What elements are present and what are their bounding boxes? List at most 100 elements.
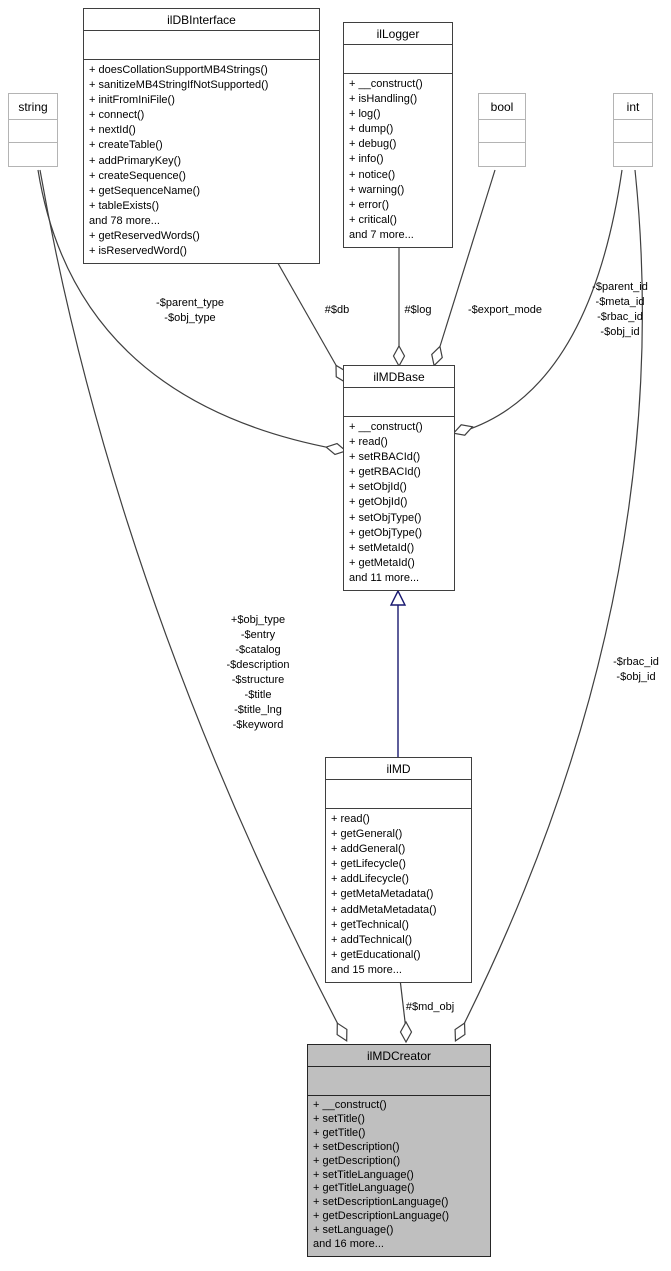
edge-label-creator-ids: -$rbac_id -$obj_id	[613, 655, 659, 685]
edge-label-line: -$obj_type	[164, 312, 216, 324]
class-methods-compartment	[479, 143, 525, 166]
edge-ilmd-ilmdcreator	[399, 978, 407, 1031]
edge-label-base-ids: -$parent_id -$meta_id -$rbac_id -$obj_id	[592, 280, 648, 340]
class-attributes-compartment	[344, 45, 452, 74]
edge-label-parent-type: -$parent_type -$obj_type	[156, 296, 224, 326]
method-entry: + setTitleLanguage()	[313, 1168, 414, 1181]
method-entry: + addGeneral()	[331, 843, 406, 856]
method-entry: + debug()	[349, 138, 397, 151]
class-title[interactable]: ilMDBase	[344, 366, 454, 388]
edge-label-export-mode: -$export_mode	[468, 304, 542, 316]
aggregation-diamond	[324, 442, 348, 456]
method-entry: + getTechnical()	[331, 918, 409, 931]
method-entry: + setObjType()	[349, 511, 422, 524]
edge-label-line: -$title_lng	[234, 704, 282, 716]
aggregation-diamond	[431, 345, 443, 367]
method-entry: + isReservedWord()	[89, 245, 187, 258]
method-entry: + warning()	[349, 183, 405, 196]
class-attributes-compartment	[479, 120, 525, 143]
inheritance-arrowhead	[389, 589, 407, 606]
method-entry: + info()	[349, 153, 384, 166]
edge-label-line: -$meta_id	[595, 296, 645, 308]
edge-label-line: -$parent_id	[592, 281, 648, 293]
edge-label-line: -$entry	[240, 629, 276, 641]
edge-label-line: -$parent_type	[156, 297, 224, 309]
method-entry: and 11 more...	[349, 571, 420, 584]
method-entry: + __construct()	[349, 421, 423, 433]
method-entry: + getRBACId()	[349, 466, 421, 479]
method-entry: and 78 more...	[89, 214, 160, 227]
method-entry: and 16 more...	[313, 1238, 384, 1251]
method-entry: + addTechnical()	[331, 933, 413, 946]
class-node-ilmdbase[interactable]: ilMDBase + __construct()+ read()+ setRBA…	[343, 365, 455, 592]
method-entry: + error()	[349, 198, 390, 211]
edge-string-ilmdbase	[37, 169, 337, 450]
method-entry: + getObjType()	[349, 526, 423, 539]
method-entry: + getTitleLanguage()	[313, 1182, 415, 1195]
class-attributes-compartment	[84, 31, 319, 60]
edge-label-line: -$keyword	[232, 719, 284, 731]
class-methods-compartment: + read() + getGeneral() + addGeneral() + ge…	[326, 809, 471, 982]
aggregation-diamond	[392, 344, 406, 368]
method-entry: + getMetaMetadata()	[331, 888, 434, 901]
method-entry: + getReservedWords()	[89, 230, 200, 243]
method-entry: + addPrimaryKey()	[89, 154, 182, 167]
class-node-bool: bool	[478, 93, 526, 167]
method-entry: + isHandling()	[349, 93, 418, 106]
method-entry: + sanitizeMB4StringIfNotSupported()	[89, 79, 269, 92]
class-title[interactable]: ilLogger	[344, 23, 452, 45]
edge-label-log: #$log	[404, 304, 432, 316]
method-entry: + __construct()	[313, 1099, 387, 1111]
method-entry: + getTitle()	[313, 1126, 366, 1139]
method-entry: + getGeneral()	[331, 828, 403, 841]
edge-label-md-obj: #$md_obj	[405, 1001, 455, 1013]
class-title: bool	[479, 94, 525, 120]
aggregation-diamond	[454, 1021, 466, 1043]
method-entry: + critical()	[349, 213, 397, 226]
method-entry: + read()	[349, 436, 388, 449]
method-entry: + createTable()	[89, 139, 163, 152]
method-entry: + getSequenceName()	[89, 184, 200, 197]
method-entry: + __construct()	[349, 78, 423, 90]
edge-label-line: -$title	[244, 689, 272, 701]
edge-label-line: -$obj_id	[616, 671, 656, 683]
method-entry: + setLanguage()	[313, 1224, 394, 1237]
class-node-ilmd[interactable]: ilMD + read() + getGeneral() + addGeneral(…	[325, 757, 472, 984]
method-entry: + getObjId()	[349, 496, 408, 509]
edge-ildbinterface-ilmdbase	[274, 257, 342, 375]
class-node-int: int	[613, 93, 653, 167]
class-title: ilMDCreator	[308, 1045, 490, 1067]
inheritance-edge-ilmd-ilmdbase	[389, 589, 407, 757]
class-node-ilmdcreator: ilMDCreator + __construct()+ setTitle()+…	[307, 1044, 491, 1257]
method-entry: + setTitle()	[313, 1112, 365, 1125]
class-methods-compartment: + __construct()+ isHandling()+ log()+ du…	[344, 74, 452, 247]
edge-label-line: -$rbac_id	[613, 656, 659, 668]
method-entry: + notice()	[349, 168, 396, 181]
class-node-illogger[interactable]: ilLogger + __construct() + isHandling() + …	[343, 22, 453, 249]
edge-string-ilmdcreator	[39, 169, 342, 1031]
method-entry: + read()	[331, 813, 370, 825]
method-entry: + connect()	[89, 109, 145, 122]
edge-int-ilmdbase	[463, 169, 623, 432]
method-entry: + initFromIniFile()	[89, 94, 175, 107]
class-node-ildbinterface[interactable]: ilDBInterface + doesCollationSupportMB4S…	[83, 8, 320, 265]
method-entry: + addMetaMetadata()	[331, 903, 437, 916]
method-entry: + setDescription()	[313, 1140, 400, 1153]
edge-label-line: -$obj_id	[600, 326, 640, 338]
method-entry: + getEducational()	[331, 948, 421, 961]
class-title[interactable]: ilMD	[326, 758, 471, 780]
method-entry: + createSequence()	[89, 169, 186, 182]
class-attributes-compartment	[344, 388, 454, 417]
edge-label-creator-string-members: +$obj_type-$entry-$catalog-$description-…	[227, 613, 290, 733]
aggregation-diamond	[452, 424, 474, 436]
class-attributes-compartment	[9, 120, 57, 143]
method-entry: + tableExists()	[89, 199, 159, 212]
method-entry: + getMetaId()	[349, 556, 415, 569]
method-entry: + setObjId()	[349, 481, 407, 494]
class-title: string	[9, 94, 57, 120]
class-title[interactable]: ilDBInterface	[84, 9, 319, 31]
method-entry: + nextId()	[89, 124, 136, 137]
class-methods-compartment	[614, 143, 652, 166]
edge-label-line: -$rbac_id	[597, 311, 643, 323]
